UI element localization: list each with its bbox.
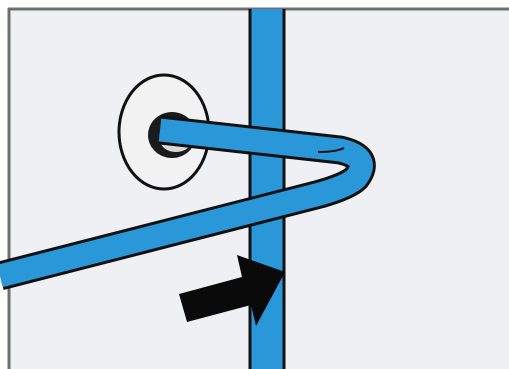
top-margin [0, 0, 509, 8]
drain-hose-icon [0, 115, 376, 291]
hose-fold-crease [317, 147, 345, 153]
hose-body [0, 118, 373, 288]
direction-arrow-icon [179, 255, 285, 326]
